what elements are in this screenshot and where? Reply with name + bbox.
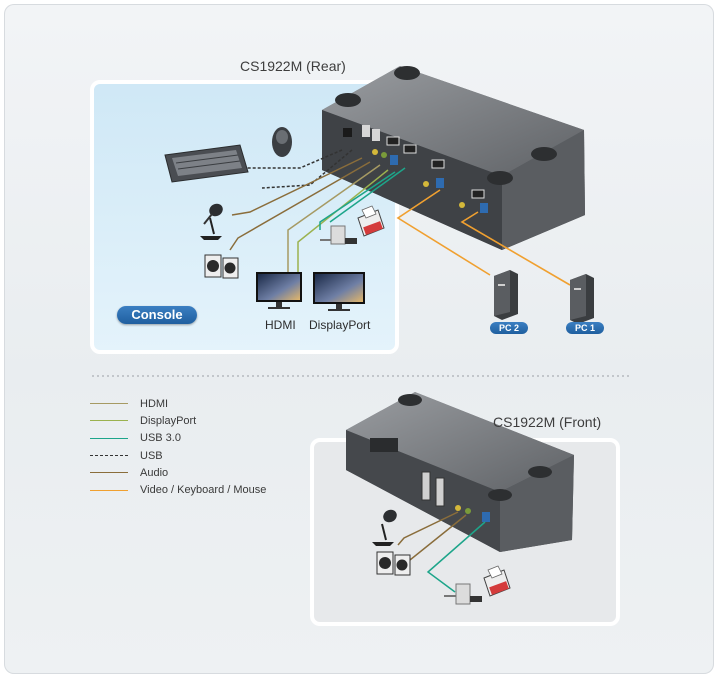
printer-icon	[483, 565, 511, 597]
pc-2-badge: PC 2	[490, 322, 528, 334]
monitor-icon	[313, 272, 365, 311]
speakers-icon	[204, 254, 239, 279]
legend-swatch	[90, 472, 128, 474]
microphone-icon	[372, 509, 397, 546]
kvm-switch-icon	[346, 392, 574, 552]
usb-hub-icon	[320, 225, 357, 245]
legend-swatch	[90, 420, 128, 422]
legend-swatch	[90, 403, 128, 405]
legend-row-hdmi: HDMI	[90, 395, 266, 412]
monitor-icon	[256, 272, 302, 309]
legend-row-usb3: USB 3.0	[90, 430, 266, 447]
pc-cables	[396, 189, 571, 286]
legend: HDMI DisplayPort USB 3.0 USB Audio Video…	[90, 395, 266, 499]
legend-label: USB 3.0	[140, 432, 181, 445]
rear-console-cables	[229, 149, 406, 272]
legend-label: Audio	[140, 466, 169, 479]
mouse-icon	[272, 127, 292, 157]
legend-row-audio: Audio	[90, 464, 266, 481]
legend-label: USB	[140, 449, 163, 462]
legend-swatch	[90, 437, 128, 439]
speakers-icon	[376, 551, 411, 576]
displayport-label: DisplayPort	[309, 318, 371, 332]
legend-label: DisplayPort	[140, 414, 197, 427]
tower-pc-icon	[494, 270, 518, 320]
console-badge: Console	[117, 306, 197, 324]
printer-icon	[357, 205, 385, 237]
kvm-switch-icon	[322, 66, 585, 250]
legend-label: HDMI	[140, 397, 169, 410]
keyboard-icon	[164, 144, 249, 183]
legend-label: Video / Keyboard / Mouse	[140, 484, 267, 497]
legend-swatch	[90, 489, 128, 491]
legend-swatch	[90, 455, 128, 457]
rear-title: CS1922M (Rear)	[240, 58, 346, 74]
front-title: CS1922M (Front)	[493, 414, 602, 430]
usb-hub-icon	[444, 583, 482, 605]
tower-pc-icon	[570, 274, 594, 324]
legend-row-displayport: DisplayPort	[90, 412, 266, 429]
hdmi-label: HDMI	[265, 318, 296, 332]
legend-row-usb: USB	[90, 447, 266, 464]
pc-1-badge: PC 1	[566, 322, 604, 334]
microphone-icon	[200, 203, 223, 240]
legend-row-vkm: Video / Keyboard / Mouse	[90, 481, 266, 498]
